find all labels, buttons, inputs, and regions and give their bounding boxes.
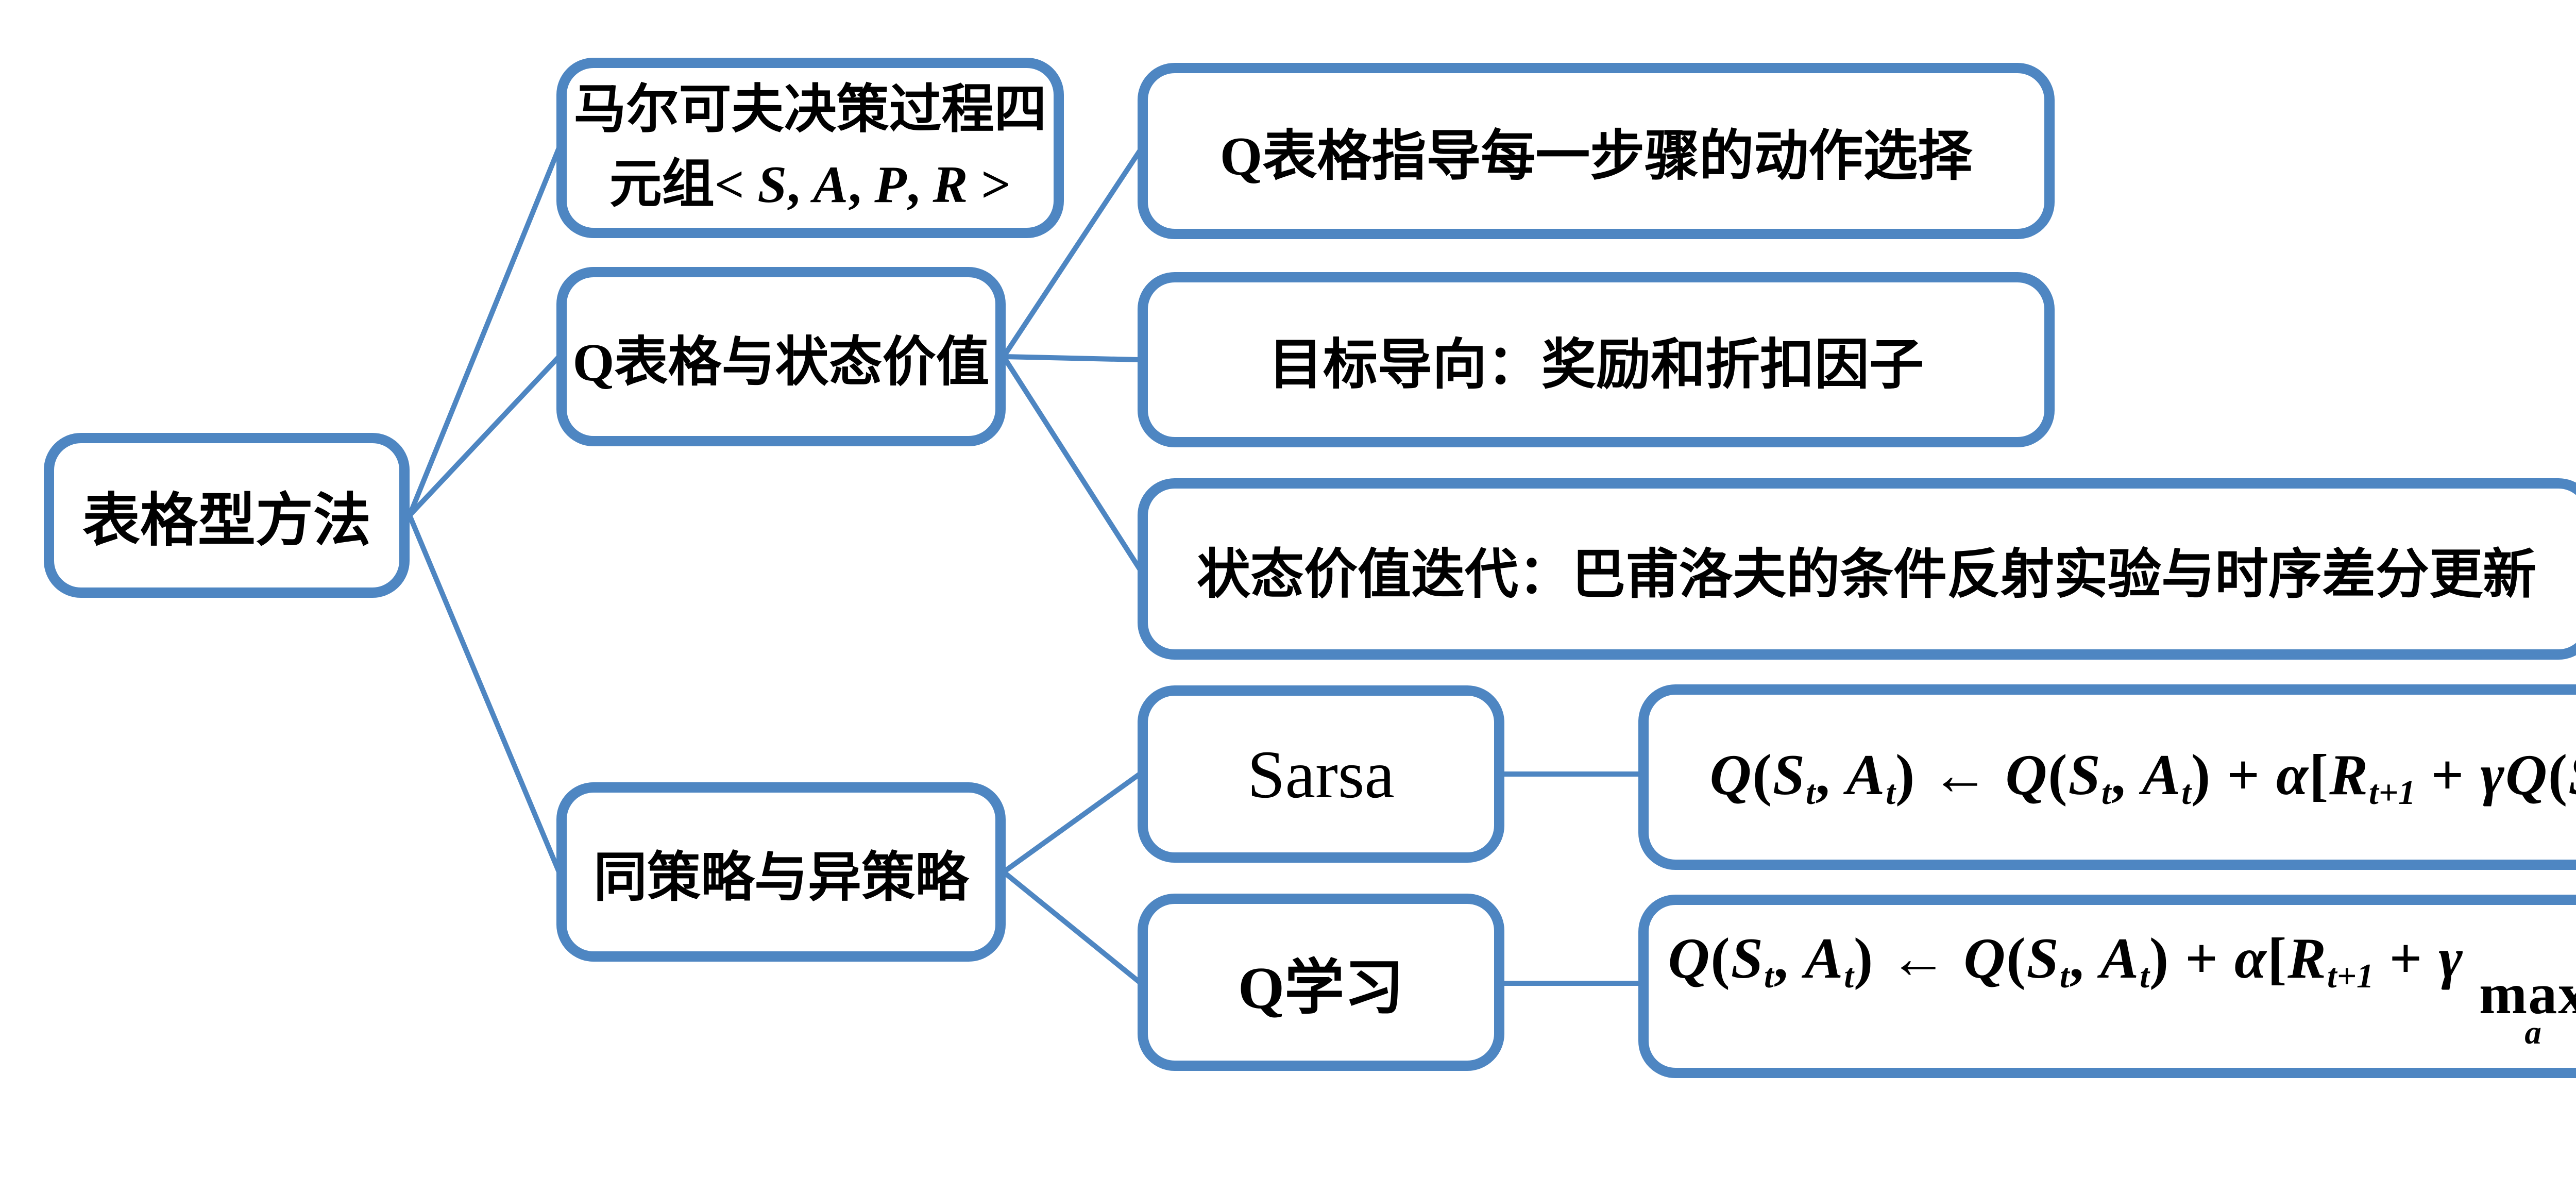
connector-root-mdp	[407, 145, 562, 518]
node-mdp-label-line2: 元组< S, A, P, R >	[609, 156, 1011, 214]
connector-policy-qlearn	[1001, 869, 1142, 985]
node-root-label: 表格型方法	[82, 489, 371, 553]
node-qlearning-label: Q学习	[1238, 955, 1404, 1021]
connector-qtable-c3	[1001, 354, 1142, 572]
connector-qtable-c2	[1001, 354, 1142, 362]
node-qtable-child-goal-oriented: 目标导向：奖励和折扣因子	[1138, 272, 2055, 447]
node-qtable-child-action-selection: Q表格指导每一步骤的动作选择	[1138, 63, 2055, 239]
node-root: 表格型方法	[44, 433, 410, 598]
node-c1-label: Q表格指导每一步骤的动作选择	[1219, 126, 1973, 187]
node-sarsa-label: Sarsa	[1247, 736, 1395, 812]
node-mdp: 马尔可夫决策过程四 元组< S, A, P, R >	[556, 58, 1064, 238]
connector-policy-sarsa	[1001, 771, 1142, 875]
node-qtable-label: Q表格与状态价值	[572, 332, 990, 392]
node-c3-label: 状态价值迭代：巴甫洛夫的条件反射实验与时序差分更新	[1196, 545, 2536, 605]
sarsa-formula-text: Q(St, At) ← Q(St, At) + α[Rt+1 + γQ(St+1…	[1709, 743, 2576, 812]
connector-root-policy	[407, 513, 562, 875]
node-qtable-child-value-iteration: 状态价值迭代：巴甫洛夫的条件反射实验与时序差分更新	[1138, 478, 2576, 660]
connector-qtable-c1	[1001, 148, 1142, 359]
node-policy-label: 同策略与异策略	[593, 848, 969, 908]
node-policy: 同策略与异策略	[556, 782, 1006, 962]
node-sarsa-update-formula: Q(St, At) ← Q(St, At) + α[Rt+1 + γQ(St+1…	[1638, 684, 2576, 870]
node-mdp-label-line1: 马尔可夫决策过程四	[573, 81, 1047, 140]
node-c2-label: 目标导向：奖励和折扣因子	[1268, 335, 1924, 395]
node-qtable: Q表格与状态价值	[556, 267, 1006, 446]
node-sarsa: Sarsa	[1138, 685, 1504, 863]
node-qlearning: Q学习	[1138, 894, 1504, 1071]
connector-root-qtable	[407, 354, 562, 518]
